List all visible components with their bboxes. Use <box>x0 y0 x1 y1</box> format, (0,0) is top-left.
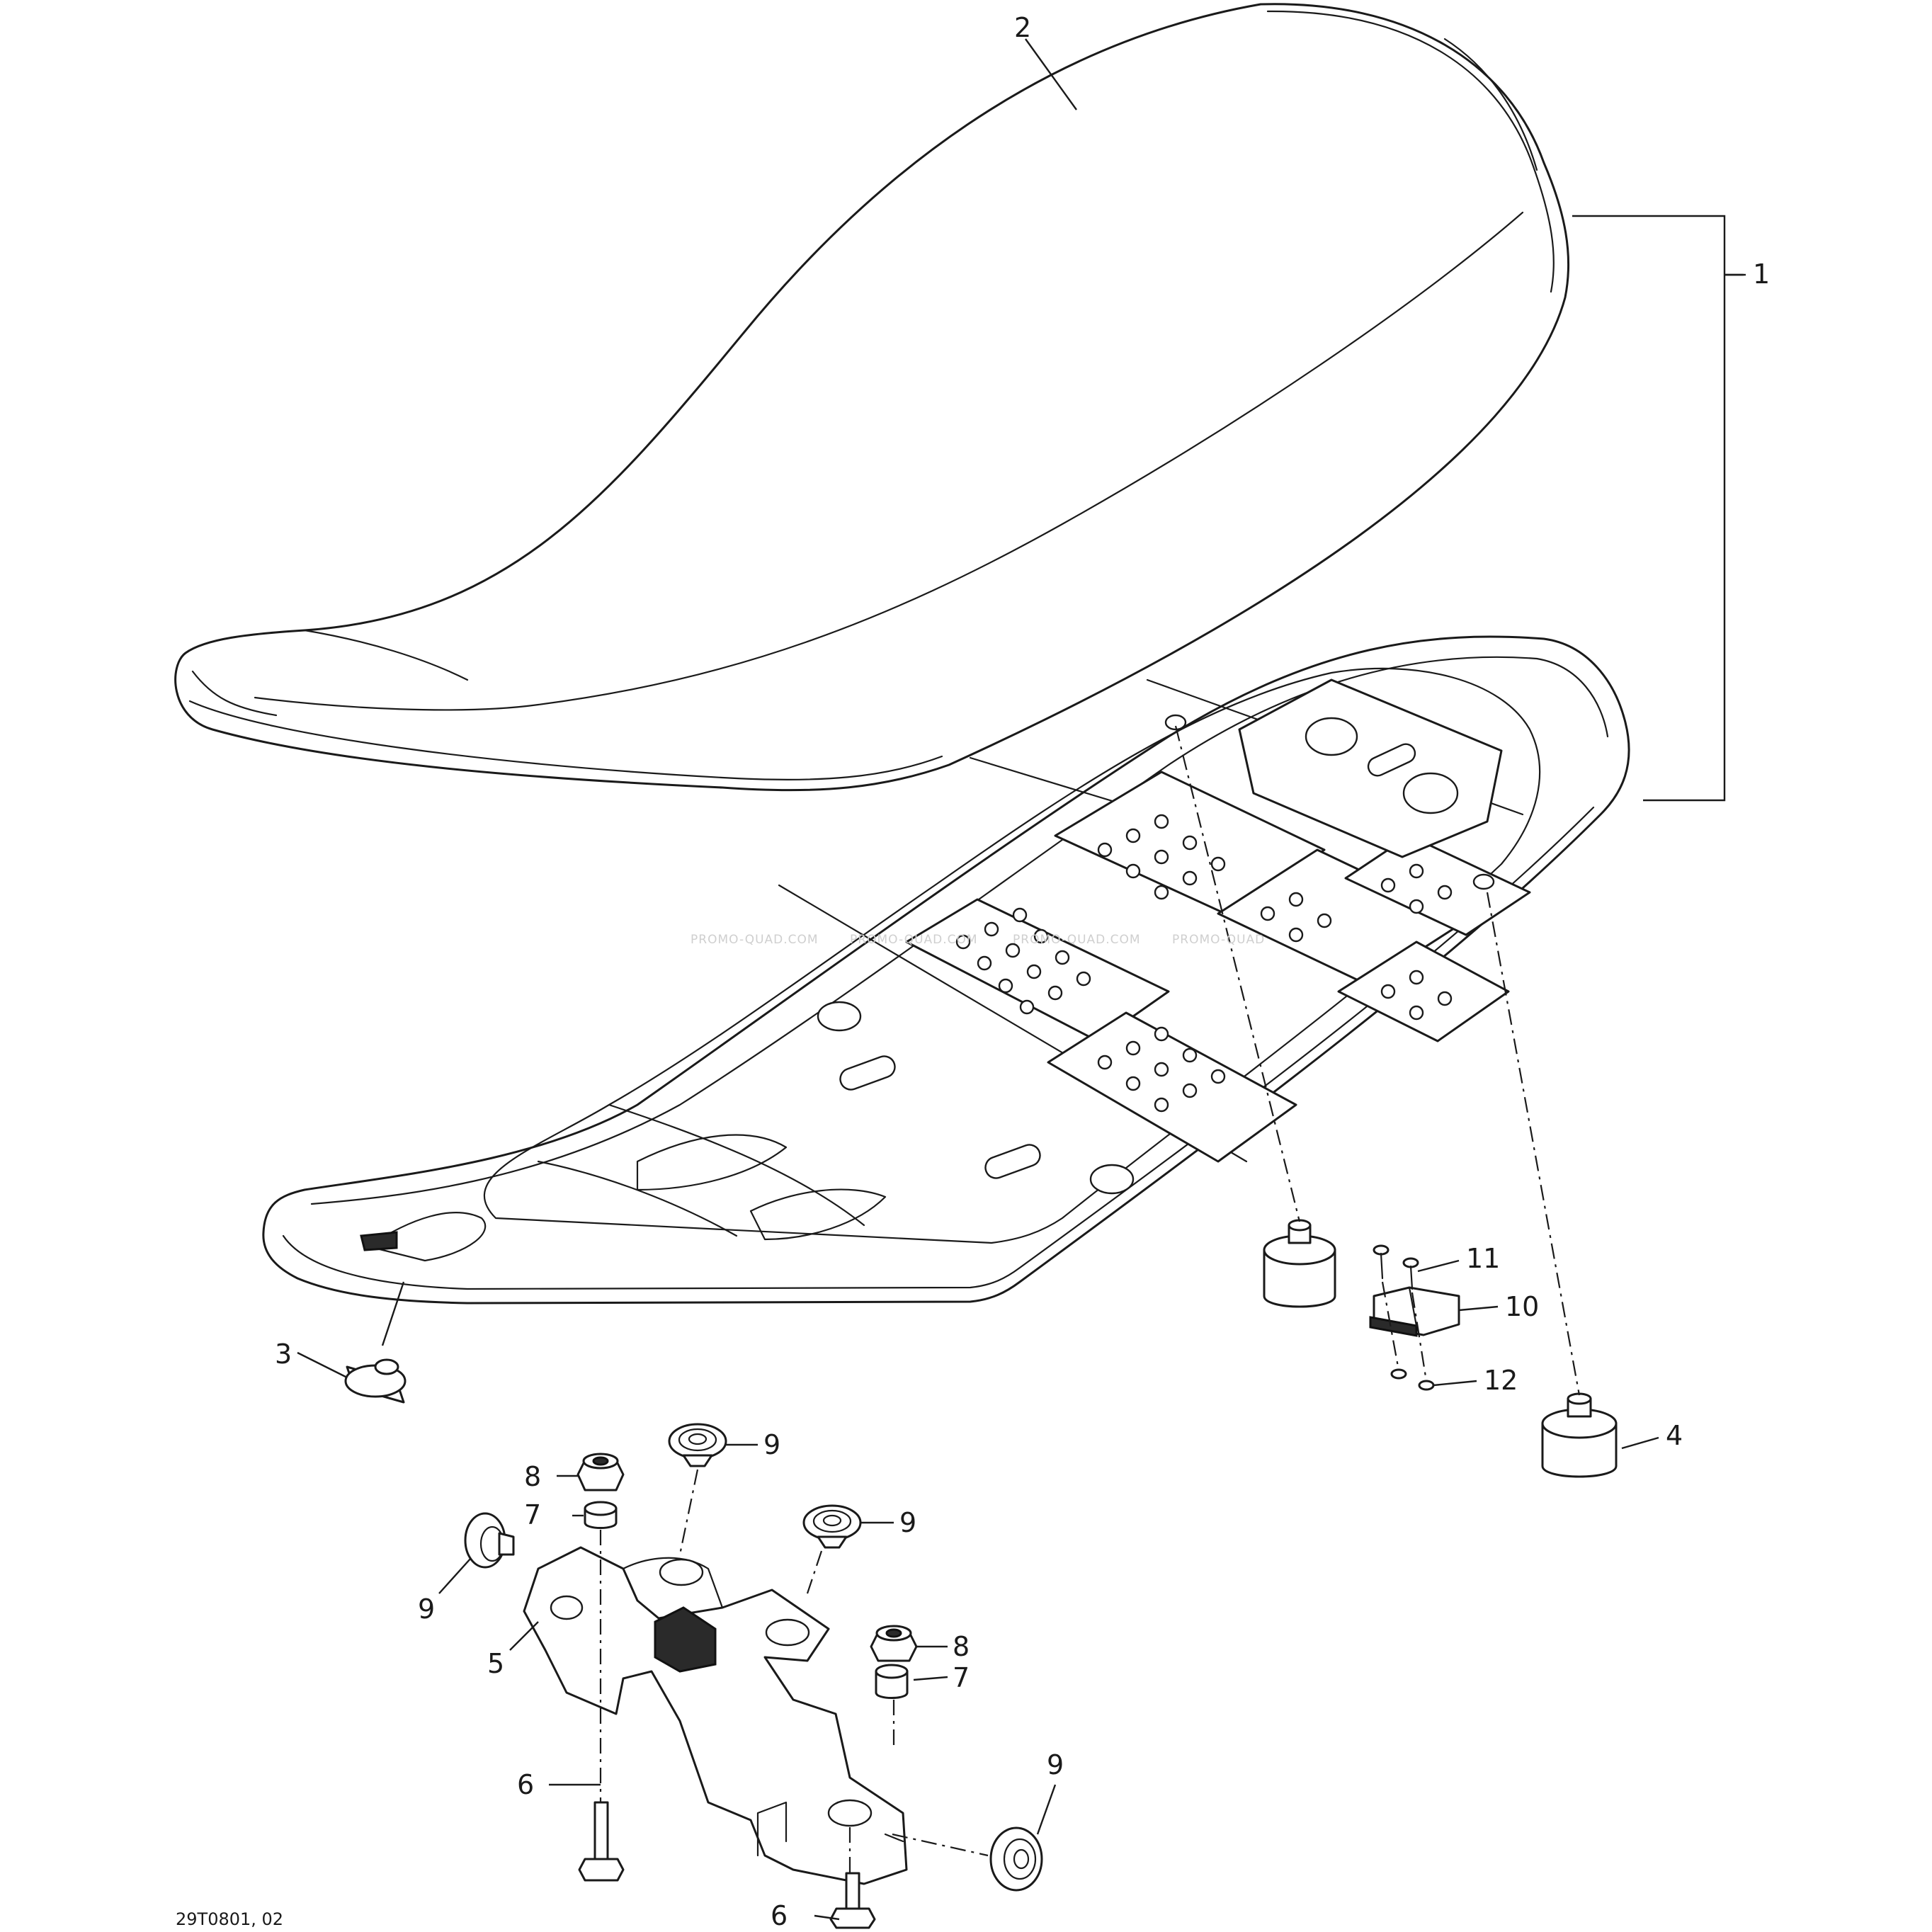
callout-8a: 8 <box>524 1461 541 1492</box>
drawing-number: 29T0801, 02 <box>176 1909 283 1929</box>
callout-labels: 1 2 3 4 5 6 6 7 7 8 8 9 9 9 9 10 11 12 <box>275 12 1770 1931</box>
grommet-9a <box>668 1423 727 1467</box>
watermark-text-2: PROMO-QUAD.COM <box>850 933 978 947</box>
seat-support-bracket-5 <box>523 1546 908 1885</box>
spacer-7a <box>584 1501 618 1529</box>
washer-12 <box>1390 1368 1435 1391</box>
watermark-text-1: PROMO-QUAD.COM <box>691 933 819 947</box>
callout-2: 2 <box>1014 12 1031 43</box>
flange-nut-8a <box>576 1453 625 1491</box>
spacer-7b <box>875 1664 909 1699</box>
grommet-9d <box>989 1826 1043 1892</box>
bolt-6a <box>578 1801 625 1882</box>
watermark-text-4: PROMO-QUAD <box>1172 933 1265 947</box>
watermark: PROMO-QUAD.COM PROMO-QUAD.COM PROMO-QUAD… <box>691 933 1265 947</box>
callout-3: 3 <box>275 1339 292 1370</box>
grommet-9c <box>464 1512 515 1569</box>
callout-1: 1 <box>1753 258 1770 290</box>
callout-7a: 7 <box>524 1499 541 1530</box>
seat-base <box>262 635 1630 1305</box>
callout-10: 10 <box>1505 1291 1539 1322</box>
callout-9c: 9 <box>418 1593 435 1625</box>
screw-11 <box>1373 1244 1419 1290</box>
callout-9d: 9 <box>1047 1749 1064 1780</box>
callout-9b: 9 <box>899 1507 916 1538</box>
callout-12: 12 <box>1484 1365 1518 1396</box>
seat-latch-10 <box>1369 1286 1460 1337</box>
flange-nut-8b <box>870 1625 918 1662</box>
callout-9a: 9 <box>763 1429 780 1460</box>
watermark-text-3: PROMO-QUAD.COM <box>1013 933 1141 947</box>
callout-5: 5 <box>487 1648 504 1679</box>
grommet-9b <box>802 1504 862 1549</box>
callout-6b: 6 <box>771 1900 788 1931</box>
callout-4: 4 <box>1666 1420 1683 1451</box>
rubber-bumper-3 <box>344 1358 407 1404</box>
seat-cover <box>174 3 1570 792</box>
callout-8b: 8 <box>953 1631 970 1662</box>
callout-7b: 7 <box>953 1662 970 1693</box>
callout-6a: 6 <box>517 1769 534 1800</box>
pad-holes <box>955 814 1453 1113</box>
rubber-bumper-center <box>1263 1219 1336 1308</box>
rubber-bumper-4 <box>1541 1392 1618 1478</box>
bolt-6b <box>829 1872 876 1929</box>
callout-11: 11 <box>1466 1243 1500 1274</box>
